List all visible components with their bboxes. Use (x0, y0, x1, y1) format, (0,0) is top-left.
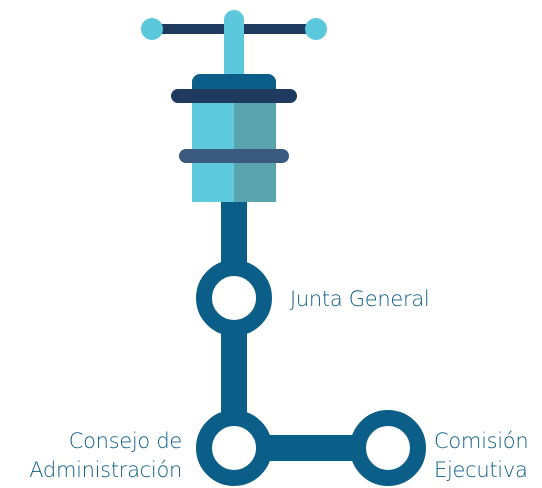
node-consejo-administracion (196, 410, 272, 486)
label-comision-ejecutiva: Comisión Ejecutiva (434, 427, 529, 485)
junta-general-text: Junta General (290, 287, 430, 311)
consejo-line1: Consejo de (68, 429, 183, 453)
label-consejo-administracion: Consejo de Administración (29, 427, 182, 485)
node-junta-general (196, 260, 272, 336)
consejo-line2: Administración (29, 458, 182, 482)
comision-line1: Comisión (434, 429, 529, 453)
valve-stem (224, 10, 244, 82)
node-comision-ejecutiva (350, 410, 426, 486)
label-junta-general: Junta General (290, 285, 430, 314)
handle-knob-left (141, 18, 163, 40)
valve-key-icon (141, 10, 327, 202)
handle-knob-right (305, 18, 327, 40)
comision-line2: Ejecutiva (434, 458, 528, 482)
